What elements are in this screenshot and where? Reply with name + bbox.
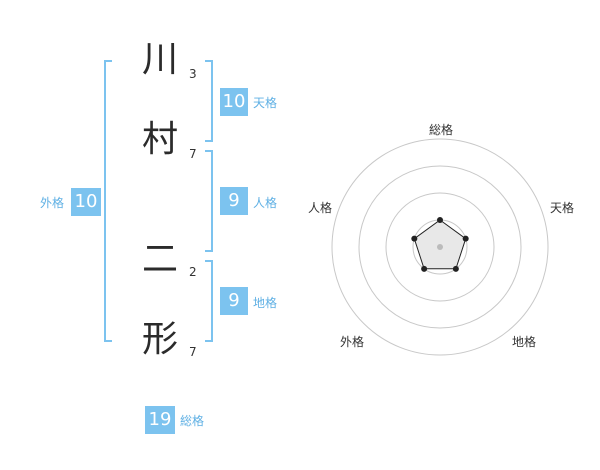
name-char-1: 川 — [141, 39, 178, 80]
name-char-2-strokes: 7 — [189, 147, 197, 161]
gaikaku-value: 10 — [71, 188, 101, 216]
gaikaku-bracket — [104, 60, 112, 342]
gaikaku-label: 外格 — [40, 196, 65, 210]
radar-label-tenkaku: 天格 — [550, 200, 574, 215]
chikaku-label: 地格 — [253, 296, 278, 310]
tenkaku-value: 10 — [220, 88, 248, 116]
jinkaku-bracket — [205, 150, 213, 252]
radar-label-chikaku: 地格 — [512, 334, 536, 349]
radar-point — [462, 235, 469, 242]
soukaku-label: 総格 — [180, 414, 205, 428]
radar-ring — [331, 138, 549, 356]
jinkaku-value: 9 — [220, 187, 248, 215]
radar-point — [421, 265, 428, 272]
name-char-4: 形 — [141, 319, 178, 360]
radar-ring — [358, 165, 522, 329]
tenkaku-label: 天格 — [253, 96, 278, 110]
radar-label-jinkaku: 人格 — [308, 200, 332, 215]
tenkaku-bracket — [205, 60, 213, 142]
radar-point — [411, 235, 418, 242]
radar-ring — [385, 192, 495, 302]
name-char-4-strokes: 7 — [189, 345, 197, 359]
radar-label-soukaku: 総格 — [429, 122, 453, 137]
radar-points — [411, 217, 469, 272]
name-char-3: 二 — [141, 239, 178, 280]
name-char-2: 村 — [141, 119, 178, 160]
radar-point — [452, 265, 459, 272]
soukaku-value: 19 — [145, 406, 175, 434]
radar-label-gaikaku: 外格 — [340, 334, 364, 349]
radar-point — [437, 217, 443, 223]
radar-center-dot — [437, 244, 443, 250]
radar-rings — [331, 138, 549, 356]
name-char-1-strokes: 3 — [189, 67, 197, 81]
name-char-3-strokes: 2 — [189, 265, 197, 279]
chikaku-value: 9 — [220, 287, 248, 315]
radar-chart: 総格 天格 地格 外格 人格 — [308, 122, 574, 356]
jinkaku-label: 人格 — [253, 196, 278, 210]
chikaku-bracket — [205, 260, 213, 342]
